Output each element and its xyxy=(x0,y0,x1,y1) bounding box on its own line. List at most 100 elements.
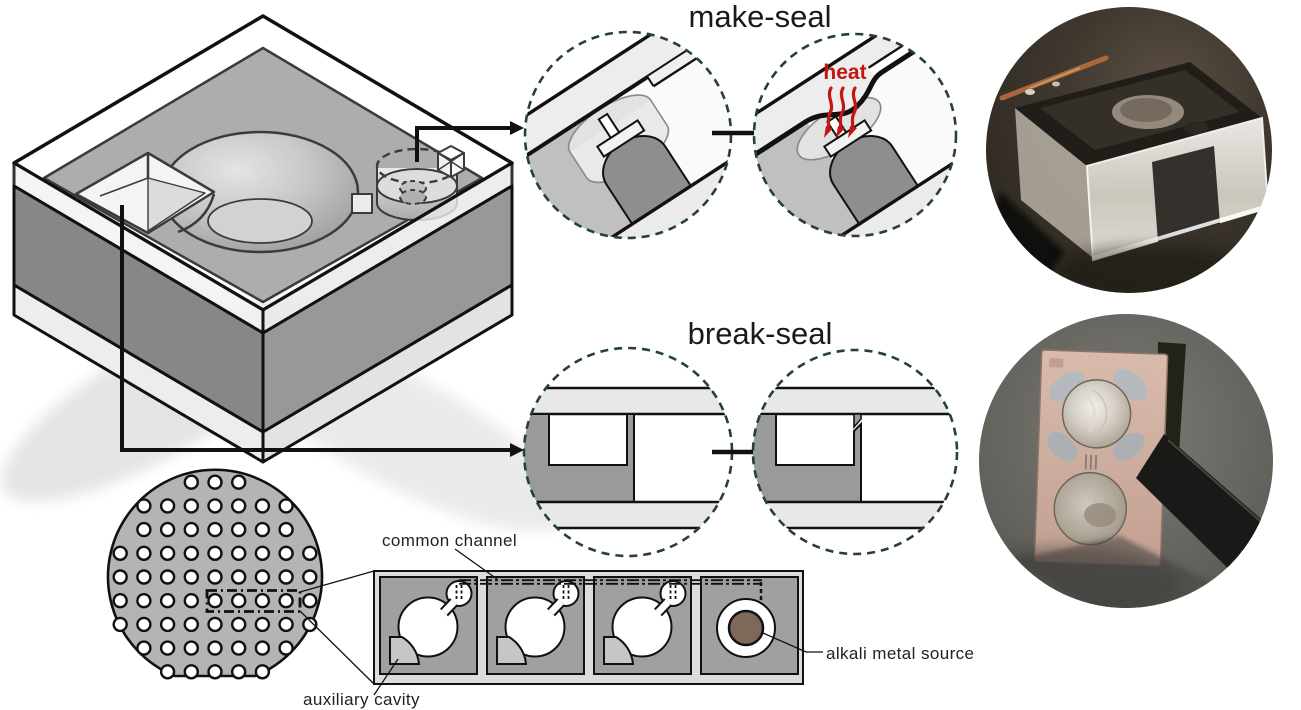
auxiliary-cavity-shape xyxy=(603,636,635,665)
make-seal-inset-before xyxy=(523,30,733,240)
preform-chip xyxy=(1033,349,1169,567)
break-seal-pointer-arrow xyxy=(120,205,524,457)
wafer-cell-dot xyxy=(207,616,223,633)
top-glass-band xyxy=(524,388,732,414)
wafer-cell-dot xyxy=(207,498,223,514)
glass-cube xyxy=(1015,62,1270,262)
wafer-cell-dot xyxy=(207,640,223,656)
alkali-metal-source-leader xyxy=(762,632,823,653)
cell-array-schematic xyxy=(373,570,804,685)
make-seal-title: make-seal xyxy=(689,0,832,34)
connecting-channel xyxy=(351,193,373,214)
glass-top-slab xyxy=(12,14,514,335)
wafer-cell-dot xyxy=(278,616,294,633)
break-seal-inset-before xyxy=(522,346,734,558)
bottom-glass-band xyxy=(753,502,957,528)
wafer-cell-dot xyxy=(159,616,176,633)
wafer-cell-dot xyxy=(183,640,200,656)
wafer-cell-dot xyxy=(136,640,152,656)
auxiliary-cavity-shape xyxy=(389,636,421,665)
cavity-arc-channel xyxy=(177,193,216,234)
wafer-cell-dot xyxy=(302,593,318,609)
wafer-cell-dot xyxy=(207,474,223,490)
detail-line-bottom xyxy=(299,610,375,685)
wafer-cell-dot xyxy=(278,569,294,585)
wafer-cell-dot xyxy=(159,569,176,585)
getter-window xyxy=(1152,146,1220,242)
wafer-cell-dot xyxy=(302,569,318,585)
photo-silicon-chip xyxy=(979,314,1273,608)
heat-label: heat xyxy=(823,61,866,84)
chip-3d-drawing xyxy=(12,14,514,464)
wafer-cell-dot xyxy=(254,640,271,656)
wafer-cell-dot xyxy=(230,545,247,561)
make-seal-inset-after: heat xyxy=(752,32,958,238)
wafer-cell-dot xyxy=(183,616,200,633)
wafer-cell-dot xyxy=(254,616,271,633)
wafer-cell-dot xyxy=(254,545,271,561)
alkali-metal-source-label: alkali metal source xyxy=(826,644,974,663)
wafer-cell-dot xyxy=(254,593,271,609)
photo-glass-cell xyxy=(986,7,1272,293)
wafer-cell-dot xyxy=(207,569,223,585)
seal-post xyxy=(597,112,621,140)
schematic-labels: common channel auxiliary cavity alkali m… xyxy=(303,531,974,709)
wafer-top-view xyxy=(106,468,375,685)
wafer-cell-dot xyxy=(112,593,128,609)
wafer-cell-dot xyxy=(159,664,176,680)
wafer-cell-dot xyxy=(254,521,271,538)
make-seal-pointer-arrow xyxy=(415,121,524,162)
auxiliary-cavity-leader xyxy=(373,658,399,696)
wafer-cell-dot xyxy=(278,498,294,514)
wafer-cell-dot xyxy=(302,545,318,561)
wafer-cell-dot xyxy=(207,521,223,538)
heat-annotation: heat xyxy=(823,61,867,138)
wafer-cell-dot xyxy=(136,616,152,633)
alkali-metal-source-dot xyxy=(727,609,765,647)
wafer-cell-dot xyxy=(278,593,294,609)
wafer-cell-dot xyxy=(159,498,176,514)
wafer-cell-dot xyxy=(136,593,152,609)
main-cavity-dome xyxy=(160,130,360,254)
wafer-cell-dot xyxy=(183,521,200,538)
wafer-cell-dot xyxy=(230,474,247,490)
wafer-cell-dot xyxy=(207,545,223,561)
silicon-surface xyxy=(525,121,656,238)
wafer-cell-dot xyxy=(230,640,247,656)
wafer-cell-dot xyxy=(207,664,223,680)
heat-wave-icon xyxy=(825,86,858,132)
top-glass-band xyxy=(753,388,957,414)
wafer-cell-dot xyxy=(302,616,318,633)
wafer-cell-dot xyxy=(159,521,176,538)
cell-unit-alkali-source xyxy=(700,576,799,675)
break-seal-title: break-seal xyxy=(688,316,833,351)
wafer-cell-dot xyxy=(183,474,200,490)
wafer-cell-dot xyxy=(254,569,271,585)
cell-unit xyxy=(486,576,585,675)
wafer-cell-dot xyxy=(136,498,152,514)
detail-marquee xyxy=(205,589,302,613)
wafer-cell-dot xyxy=(254,498,271,514)
inset-dashed-border xyxy=(751,348,959,556)
wafer-cell-dot xyxy=(254,664,271,680)
wafer-cell-dot xyxy=(183,664,200,680)
detail-line-top xyxy=(299,570,375,593)
auxiliary-cavity-shape xyxy=(496,636,528,665)
wafer-cell-dot xyxy=(183,593,200,609)
wafer-cell-dot xyxy=(112,569,128,585)
auxiliary-cavity-label: auxiliary cavity xyxy=(303,690,420,709)
common-channel-line xyxy=(459,579,762,585)
wafer-cell-dot xyxy=(230,664,247,680)
inset-dashed-border xyxy=(752,32,958,238)
common-channel-label: common channel xyxy=(382,531,517,550)
wafer-dots xyxy=(112,474,318,680)
wafer-cell-dot xyxy=(159,593,176,609)
wafer-cell-dot xyxy=(278,521,294,538)
silicon-surface xyxy=(754,121,883,236)
broken-wall-stub xyxy=(853,413,862,430)
upper-cavity xyxy=(1061,379,1132,449)
wafer-cell-dot xyxy=(112,545,128,561)
cell-unit xyxy=(593,576,692,675)
valve-cube-icon xyxy=(437,145,465,178)
